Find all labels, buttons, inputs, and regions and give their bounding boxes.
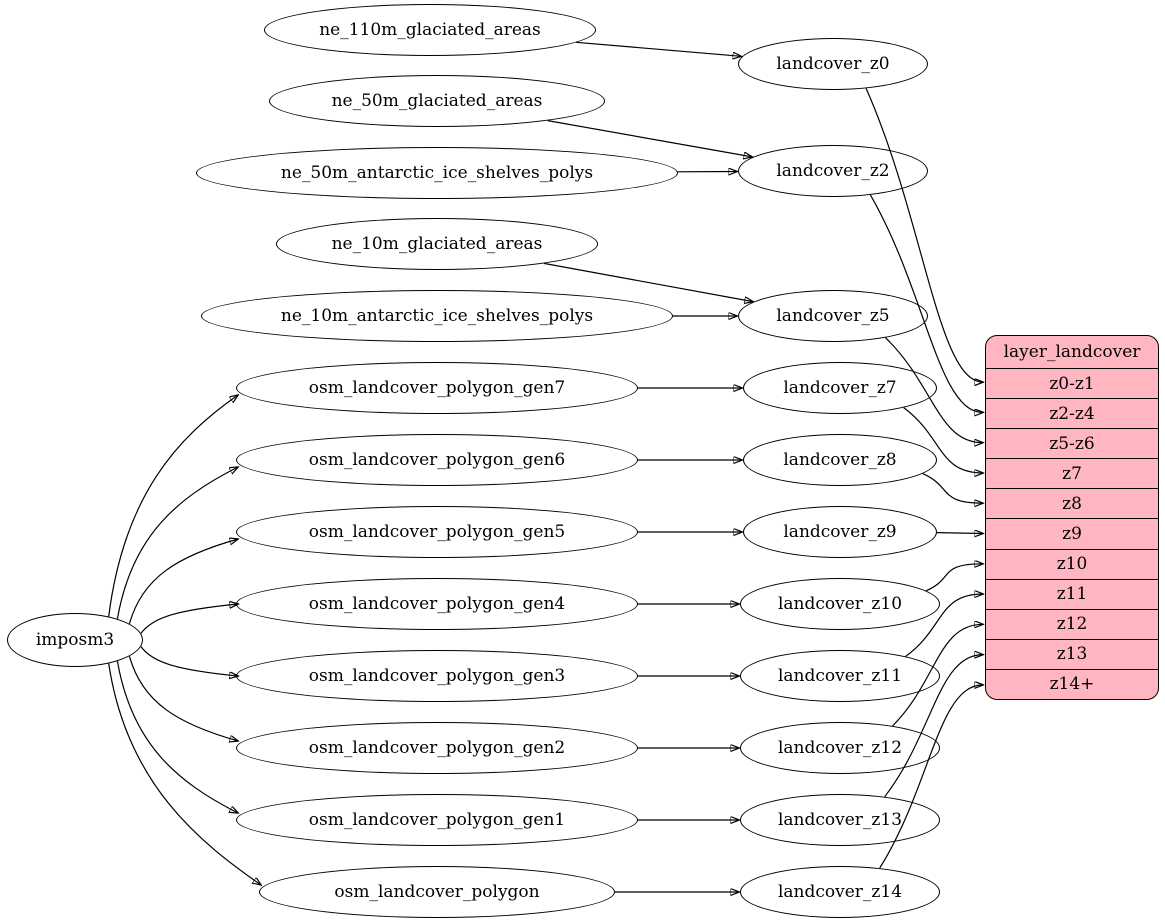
table-row-z13: z13 xyxy=(986,638,1158,669)
node-osm_landcover_polygon_gen2: osm_landcover_polygon_gen2 xyxy=(236,722,638,774)
node-label: landcover_z12 xyxy=(777,737,903,758)
node-osm_landcover_polygon: osm_landcover_polygon xyxy=(259,866,615,918)
table-row-z14+: z14+ xyxy=(986,668,1158,699)
node-label: landcover_z0 xyxy=(776,53,890,74)
node-landcover_z2: landcover_z2 xyxy=(738,145,928,197)
node-label: osm_landcover_polygon_gen2 xyxy=(308,737,566,758)
node-label: ne_50m_glaciated_areas xyxy=(331,90,543,111)
node-label: landcover_z14 xyxy=(777,881,903,902)
table-row-z5-z6: z5-z6 xyxy=(986,428,1158,458)
edge-landcover_z0-to-layer_landcover:z0-z1 xyxy=(865,88,983,382)
node-ne_10m_antarctic_ice_shelves_polys: ne_10m_antarctic_ice_shelves_polys xyxy=(201,290,673,342)
node-label: ne_10m_glaciated_areas xyxy=(331,233,543,254)
node-label: landcover_z9 xyxy=(783,521,897,542)
node-osm_landcover_polygon_gen7: osm_landcover_polygon_gen7 xyxy=(236,362,638,414)
edge-landcover_z9-to-layer_landcover:z9 xyxy=(936,533,983,534)
node-label: osm_landcover_polygon_gen4 xyxy=(308,593,566,614)
node-landcover_z10: landcover_z10 xyxy=(740,578,940,630)
edge-imposm3-to-osm_landcover_polygon_gen3 xyxy=(140,646,238,676)
node-osm_landcover_polygon_gen5: osm_landcover_polygon_gen5 xyxy=(236,506,638,558)
node-landcover_z0: landcover_z0 xyxy=(738,38,928,90)
node-ne_110m_glaciated_areas: ne_110m_glaciated_areas xyxy=(264,4,596,56)
node-osm_landcover_polygon_gen1: osm_landcover_polygon_gen1 xyxy=(236,794,638,846)
edge-imposm3-to-osm_landcover_polygon_gen4 xyxy=(140,604,238,634)
node-landcover_z11: landcover_z11 xyxy=(740,650,940,702)
table-row-z12: z12 xyxy=(986,608,1158,639)
node-label: landcover_z7 xyxy=(783,377,897,398)
node-label: osm_landcover_polygon_gen6 xyxy=(308,449,566,470)
table-row-z2-z4: z2-z4 xyxy=(986,398,1158,428)
table-title: layer_landcover xyxy=(1003,342,1141,362)
node-label: osm_landcover_polygon xyxy=(334,881,540,902)
node-label: ne_10m_antarctic_ice_shelves_polys xyxy=(280,305,594,326)
node-label: landcover_z5 xyxy=(776,305,890,326)
edge-imposm3-to-osm_landcover_polygon_gen5 xyxy=(128,539,238,624)
node-label: landcover_z11 xyxy=(777,665,903,686)
node-osm_landcover_polygon_gen3: osm_landcover_polygon_gen3 xyxy=(236,650,638,702)
node-label: osm_landcover_polygon_gen7 xyxy=(308,377,566,398)
table-row-z11: z11 xyxy=(986,578,1158,609)
edge-imposm3-to-osm_landcover_polygon xyxy=(108,663,261,886)
edge-landcover_z10-to-layer_landcover:z10 xyxy=(925,564,983,592)
node-osm_landcover_polygon_gen4: osm_landcover_polygon_gen4 xyxy=(236,578,638,630)
node-label: landcover_z13 xyxy=(777,809,903,830)
node-label: osm_landcover_polygon_gen1 xyxy=(308,809,566,830)
node-osm_landcover_polygon_gen6: osm_landcover_polygon_gen6 xyxy=(236,434,638,486)
node-landcover_z14: landcover_z14 xyxy=(740,866,940,918)
node-label: osm_landcover_polygon_gen3 xyxy=(308,665,566,686)
table-row-z0-z1: z0-z1 xyxy=(986,368,1158,398)
node-ne_10m_glaciated_areas: ne_10m_glaciated_areas xyxy=(276,218,598,270)
table-row-z10: z10 xyxy=(986,548,1158,579)
table-row-z7: z7 xyxy=(986,458,1158,488)
node-landcover_z8: landcover_z8 xyxy=(743,434,937,486)
node-label: landcover_z8 xyxy=(783,449,897,470)
node-label: osm_landcover_polygon_gen5 xyxy=(308,521,566,542)
node-label: ne_50m_antarctic_ice_shelves_polys xyxy=(280,162,594,183)
node-imposm3: imposm3 xyxy=(7,613,143,667)
edge-landcover_z8-to-layer_landcover:z8 xyxy=(922,473,983,504)
edge-imposm3-to-osm_landcover_polygon_gen2 xyxy=(128,656,238,741)
node-landcover_z12: landcover_z12 xyxy=(740,722,940,774)
table-row-z9: z9 xyxy=(986,518,1158,548)
node-label: landcover_z2 xyxy=(776,160,890,181)
edge-ne_110m_glaciated_areas-to-landcover_z0 xyxy=(576,41,741,56)
node-landcover_z5: landcover_z5 xyxy=(738,290,928,342)
node-ne_50m_antarctic_ice_shelves_polys: ne_50m_antarctic_ice_shelves_polys xyxy=(196,147,678,199)
node-label: imposm3 xyxy=(35,629,115,650)
edge-imposm3-to-osm_landcover_polygon_gen7 xyxy=(108,395,238,617)
table-row-z8: z8 xyxy=(986,488,1158,518)
node-label: landcover_z10 xyxy=(777,593,903,614)
node-landcover_z7: landcover_z7 xyxy=(743,362,937,414)
edge-imposm3-to-osm_landcover_polygon_gen6 xyxy=(116,467,238,620)
node-ne_50m_glaciated_areas: ne_50m_glaciated_areas xyxy=(269,75,605,127)
node-landcover_z13: landcover_z13 xyxy=(740,794,940,846)
node-landcover_z9: landcover_z9 xyxy=(743,506,937,558)
edge-imposm3-to-osm_landcover_polygon_gen1 xyxy=(116,660,238,813)
node-label: ne_110m_glaciated_areas xyxy=(319,19,541,40)
